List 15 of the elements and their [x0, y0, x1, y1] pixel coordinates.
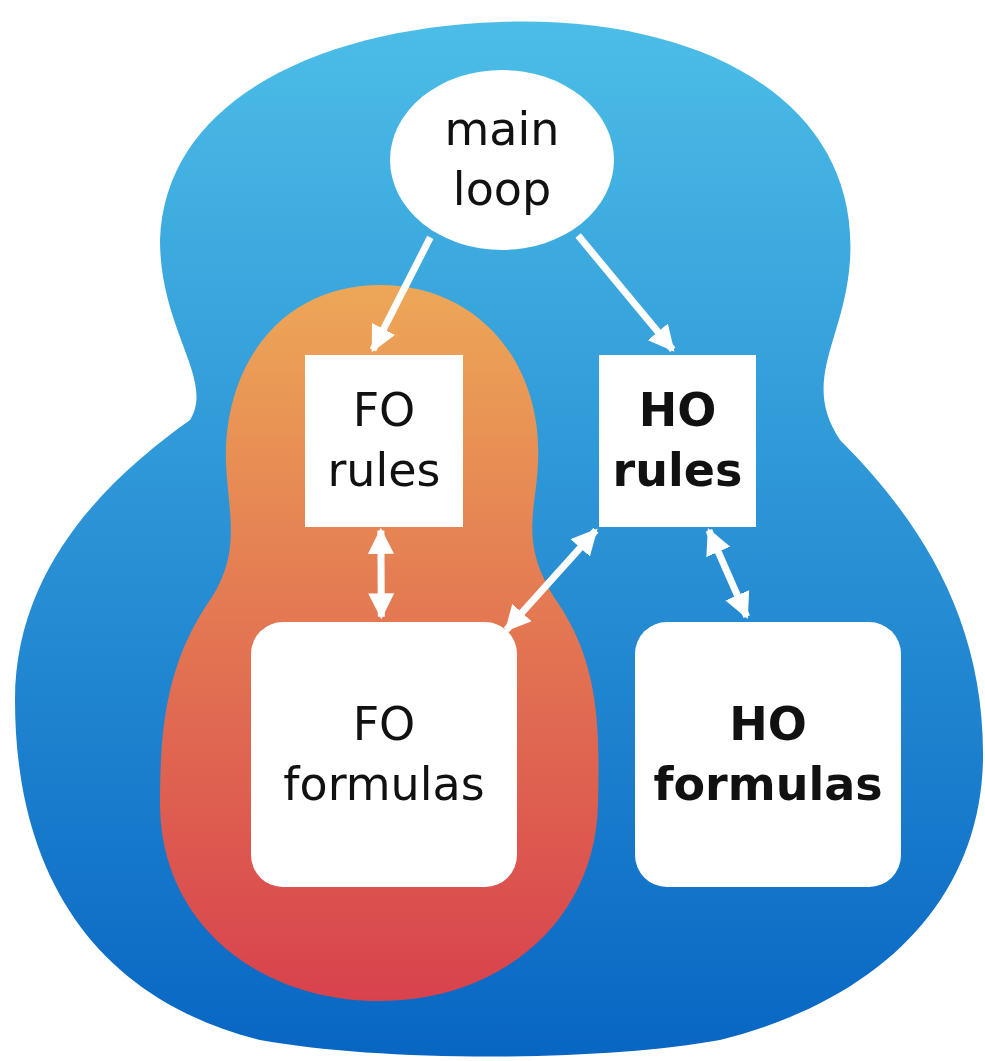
- arrow: [369, 235, 434, 353]
- process-box: [305, 355, 463, 527]
- arrow: [705, 528, 750, 620]
- node-label: HO formulas: [652, 695, 884, 813]
- process-box: [251, 622, 517, 887]
- inner-blob: [158, 283, 600, 1003]
- node-label: HO rules: [611, 382, 744, 499]
- arrow: [503, 528, 599, 633]
- node-label: FO rules: [326, 382, 442, 499]
- process-box: [599, 355, 756, 527]
- node-label: main loop: [443, 101, 561, 218]
- node-label: FO formulas: [282, 695, 486, 813]
- arrow: [368, 527, 395, 620]
- arrow: [575, 233, 676, 353]
- process-box: [635, 622, 901, 887]
